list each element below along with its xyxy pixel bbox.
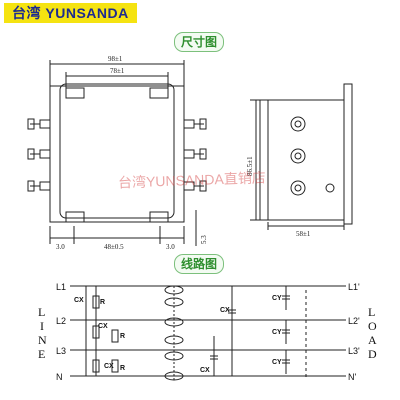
cy-label-1: CY bbox=[272, 295, 282, 302]
dim-flange: 5.3 bbox=[200, 235, 208, 244]
bottom-left-tab bbox=[65, 211, 85, 223]
r-label-1: R bbox=[100, 299, 105, 306]
cy-label-3: CY bbox=[272, 359, 282, 366]
load-letter-l: L bbox=[368, 305, 375, 319]
side-body bbox=[267, 99, 345, 221]
dim-hole-pitch: 48±0.5 bbox=[104, 243, 124, 251]
top-left-tab bbox=[65, 87, 85, 99]
front-view bbox=[27, 60, 207, 246]
r-label-3: R bbox=[120, 365, 125, 372]
cx-label-1: CX bbox=[74, 297, 84, 304]
label-l2-out: L2' bbox=[348, 316, 360, 326]
line-letter-e: E bbox=[38, 347, 45, 361]
side-flange bbox=[343, 83, 353, 225]
bottom-right-tab bbox=[149, 211, 169, 223]
cx-label-2: CX bbox=[98, 323, 108, 330]
cx-label-5: CX bbox=[200, 367, 210, 374]
cy-label-2: CY bbox=[272, 329, 282, 336]
brand-banner: 台湾 YUNSANDA bbox=[0, 0, 400, 26]
top-right-tab bbox=[149, 87, 169, 99]
circuit-tag: 线路图 bbox=[174, 254, 225, 274]
r-label-2: R bbox=[120, 333, 125, 340]
right-studs bbox=[183, 118, 207, 192]
line-letter-i: I bbox=[40, 319, 44, 333]
label-l1-out: L1' bbox=[348, 282, 360, 292]
front-flange bbox=[49, 85, 185, 223]
side-terminals bbox=[290, 116, 335, 196]
dim-hole-right: 3.0 bbox=[166, 243, 175, 251]
load-letter-d: D bbox=[368, 347, 377, 361]
line-letter-l: L bbox=[38, 305, 45, 319]
label-n: N bbox=[56, 372, 63, 382]
cx-label-3: CX bbox=[104, 363, 114, 370]
line-letter-n: N bbox=[38, 333, 47, 347]
brand-label: 台湾 YUNSANDA bbox=[4, 3, 137, 23]
side-view bbox=[250, 83, 353, 230]
label-l2: L2 bbox=[56, 316, 66, 326]
dimensions-tag: 尺寸图 bbox=[174, 32, 225, 52]
dim-overall-width: 98±1 bbox=[108, 55, 123, 63]
dim-inner-width: 78±1 bbox=[110, 67, 125, 75]
load-letter-a: A bbox=[368, 333, 377, 347]
label-l1: L1 bbox=[56, 282, 66, 292]
cx-label-4: CX bbox=[220, 307, 230, 314]
left-studs bbox=[27, 118, 51, 192]
dim-height: 86.5±1 bbox=[246, 156, 254, 176]
circuit-diagram bbox=[70, 285, 346, 381]
dim-depth: 58±1 bbox=[296, 230, 311, 238]
dim-hole-left: 3.0 bbox=[56, 243, 65, 251]
label-n-out: N' bbox=[348, 372, 356, 382]
load-letter-o: O bbox=[368, 319, 377, 333]
label-l3-out: L3' bbox=[348, 346, 360, 356]
front-body bbox=[59, 83, 175, 219]
label-l3: L3 bbox=[56, 346, 66, 356]
